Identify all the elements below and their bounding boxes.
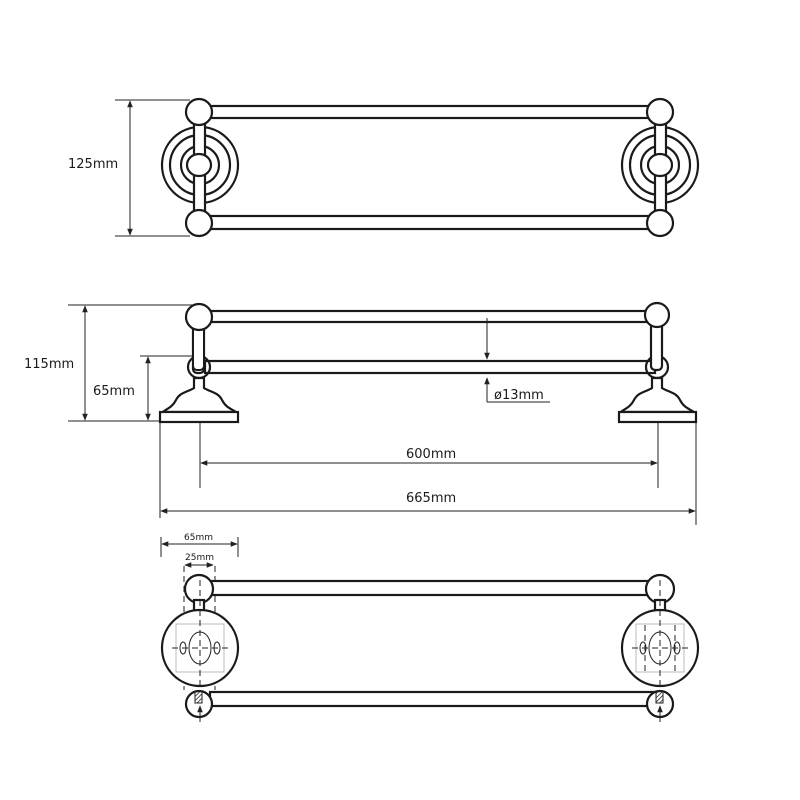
dimension-label-25: 25mm: [185, 553, 214, 563]
towel-bar-bottom: [206, 214, 655, 231]
side-view: 115mm 65mm ø13mm 600mm 665mm: [24, 301, 698, 525]
dimension-label-diameter: ø13mm: [494, 388, 544, 403]
dimension-label-665: 665mm: [406, 491, 456, 506]
top-view: 125mm: [68, 97, 700, 238]
dimension-label-600: 600mm: [406, 447, 456, 462]
dimension-label-115: 115mm: [24, 357, 74, 372]
dimension-label-mount-65: 65mm: [184, 533, 213, 543]
left-mount: [160, 573, 240, 722]
right-mount: [620, 573, 700, 722]
towel-bar-top: [206, 104, 655, 120]
right-bracket: [617, 301, 698, 424]
right-rosette: [620, 97, 700, 238]
dimension-label-125: 125mm: [68, 157, 118, 172]
bottom-view: 65mm 25mm: [160, 533, 700, 722]
left-rosette: [160, 97, 240, 238]
dimension-label-65: 65mm: [93, 384, 135, 399]
left-bracket: [158, 302, 240, 424]
